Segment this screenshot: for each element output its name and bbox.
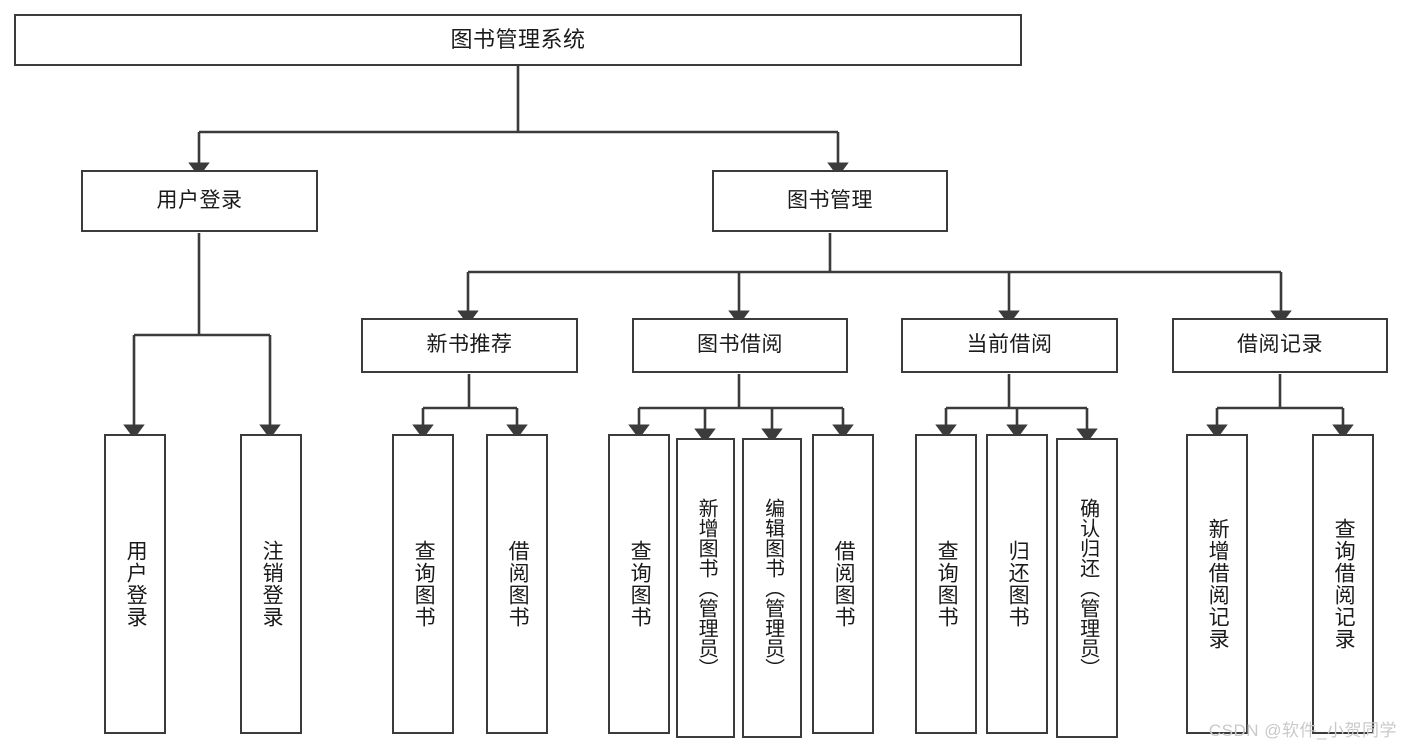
node-root-label: 图书管理系统 <box>450 27 586 53</box>
node-book-borrow-label: 图书借阅 <box>697 333 783 357</box>
leaf-query-book-current-label: 查询图书 <box>935 540 959 628</box>
node-user-login-label: 用户登录 <box>156 188 243 212</box>
node-book-management[interactable]: 图书管理 <box>712 170 948 232</box>
node-borrow-record-label: 借阅记录 <box>1237 333 1323 357</box>
leaf-query-book-newbook-label: 查询图书 <box>412 540 436 628</box>
leaf-logout-label: 注销登录 <box>260 540 284 628</box>
leaf-return-book[interactable]: 归还图书 <box>986 434 1048 734</box>
leaf-query-book-borrow[interactable]: 查询图书 <box>608 434 670 734</box>
leaf-add-book-admin[interactable]: 新增图书（管理员） <box>676 438 735 738</box>
leaf-add-borrow-record[interactable]: 新增借阅记录 <box>1186 434 1248 734</box>
leaf-user-login[interactable]: 用户登录 <box>104 434 166 734</box>
leaf-borrow-book-label: 借阅图书 <box>832 540 856 628</box>
leaf-add-borrow-record-label: 新增借阅记录 <box>1206 518 1230 650</box>
leaf-query-borrow-record[interactable]: 查询借阅记录 <box>1312 434 1374 734</box>
watermark-text: CSDN @软件_小贺同学 <box>1208 721 1397 740</box>
leaf-query-book-borrow-label: 查询图书 <box>628 540 652 628</box>
leaf-logout[interactable]: 注销登录 <box>240 434 302 734</box>
leaf-user-login-label: 用户登录 <box>124 540 148 628</box>
leaf-borrow-book-newbook[interactable]: 借阅图书 <box>486 434 548 734</box>
node-borrow-record[interactable]: 借阅记录 <box>1172 318 1388 373</box>
node-book-management-label: 图书管理 <box>787 188 873 212</box>
leaf-borrow-book[interactable]: 借阅图书 <box>812 434 874 734</box>
leaf-confirm-return-admin-label: 确认归还（管理员） <box>1076 498 1099 678</box>
leaf-edit-book-admin-label: 编辑图书（管理员） <box>761 498 784 678</box>
leaf-query-borrow-record-label: 查询借阅记录 <box>1332 518 1356 650</box>
node-new-book-recommend[interactable]: 新书推荐 <box>361 318 578 373</box>
node-current-borrow-label: 当前借阅 <box>966 333 1053 357</box>
node-book-borrow[interactable]: 图书借阅 <box>632 318 848 373</box>
leaf-confirm-return-admin[interactable]: 确认归还（管理员） <box>1056 438 1118 738</box>
leaf-borrow-book-newbook-label: 借阅图书 <box>506 540 530 628</box>
leaf-add-book-admin-label: 新增图书（管理员） <box>695 498 718 678</box>
node-user-login[interactable]: 用户登录 <box>81 170 318 232</box>
node-new-book-recommend-label: 新书推荐 <box>426 333 513 357</box>
node-root[interactable]: 图书管理系统 <box>14 14 1022 66</box>
leaf-query-book-current[interactable]: 查询图书 <box>915 434 977 734</box>
leaf-query-book-newbook[interactable]: 查询图书 <box>392 434 454 734</box>
leaf-edit-book-admin[interactable]: 编辑图书（管理员） <box>742 438 802 738</box>
leaf-return-book-label: 归还图书 <box>1006 540 1030 628</box>
node-current-borrow[interactable]: 当前借阅 <box>901 318 1118 373</box>
